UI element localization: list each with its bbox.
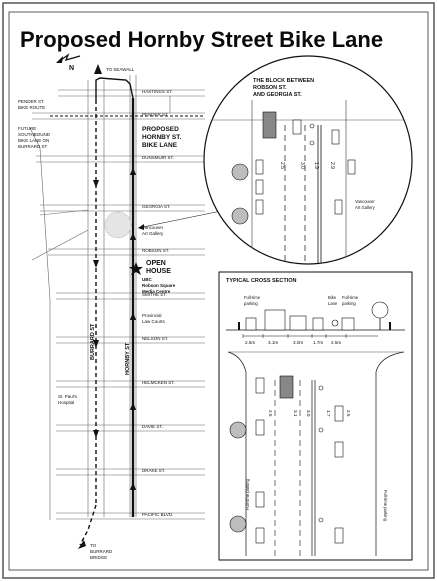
svg-text:Robson Square: Robson Square (142, 283, 176, 288)
svg-text:ROBSON ST.: ROBSON ST. (253, 85, 287, 91)
plan-width-2: 3.1 (293, 410, 298, 417)
svg-text:FUTURE: FUTURE (18, 126, 36, 131)
art-gallery-area (104, 211, 132, 239)
svg-text:2.5m: 2.5m (245, 340, 255, 345)
block-inset: THE BLOCK BETWEEN ROBSON ST. AND GEORGIA… (203, 55, 413, 265)
svg-text:PROPOSED: PROPOSED (142, 126, 179, 133)
svg-text:BURRARD: BURRARD (90, 549, 113, 554)
svg-text:SOUTHBOUND: SOUTHBOUND (18, 132, 51, 137)
block-width-4: 2.9 (329, 162, 335, 169)
ubc-venue-label: UBC Robson Square Media Centre (142, 277, 176, 294)
street-label-georgia: GEORGIA ST. (142, 204, 171, 209)
svg-text:Law Courts: Law Courts (142, 319, 166, 324)
plan-width-3: 3.0 (306, 410, 311, 417)
street-label-helmcken: HELMCKEN ST. (142, 380, 175, 385)
svg-text:3.1m: 3.1m (268, 340, 278, 345)
svg-text:Vancouver: Vancouver (142, 225, 164, 230)
hornby-street-label: HORNBY ST (125, 342, 131, 375)
burrard-direction-arrows (93, 180, 99, 438)
street-label-nelson: NELSON ST. (142, 336, 168, 341)
svg-text:3.0m: 3.0m (293, 340, 303, 345)
north-arrow-icon: N (56, 53, 81, 72)
svg-text:Lane: Lane (328, 301, 338, 306)
to-seawall-label: TO SEAWALL (106, 67, 135, 72)
svg-text:parking: parking (342, 301, 356, 306)
svg-text:St. Paul's: St. Paul's (58, 394, 78, 399)
svg-text:BURRARD ST: BURRARD ST (18, 144, 48, 149)
plan-width-4: 1.7 (326, 410, 331, 417)
svg-text:Hospital: Hospital (58, 400, 74, 405)
svg-text:1.7m: 1.7m (313, 340, 323, 345)
svg-text:Full-time: Full-time (244, 295, 261, 300)
to-seawall-arrow-icon (94, 64, 102, 74)
parking-left-vertical-label: Full-time parking (245, 478, 250, 510)
svg-text:BIKE LANE ON: BIKE LANE ON (18, 138, 49, 143)
svg-text:PENDER ST.: PENDER ST. (18, 99, 45, 104)
street-label-pacific: PACIFIC BLVD. (142, 512, 173, 517)
law-courts-label: Provincial Law Courts (142, 313, 166, 324)
cross-section-widths: 2.5m 3.1m 3.0m 1.7m 2.5m (245, 340, 341, 345)
st-pauls-label: St. Paul's Hospital (58, 394, 78, 405)
street-label-drake: DRAKE ST. (142, 468, 165, 473)
street-label-pender: PENDER ST. (142, 112, 169, 117)
svg-text:OPEN: OPEN (146, 260, 166, 267)
svg-text:Vancouver: Vancouver (355, 199, 375, 204)
svg-text:BRIDGE: BRIDGE (90, 555, 107, 560)
street-label-robson: ROBSON ST. (142, 248, 169, 253)
page-title: Proposed Hornby Street Bike Lane (20, 27, 383, 52)
svg-text:THE BLOCK BETWEEN: THE BLOCK BETWEEN (253, 78, 314, 84)
plan-width-5: 2.5 (346, 410, 351, 417)
street-grid (29, 75, 205, 520)
block-width-1: 2.5 (279, 162, 285, 169)
proposed-lane-label: PROPOSED HORNBY ST. BIKE LANE (142, 126, 181, 149)
svg-text:HORNBY ST.: HORNBY ST. (142, 134, 181, 141)
hornby-direction-arrows (130, 167, 136, 490)
svg-text:TO: TO (90, 543, 97, 548)
street-label-smithe: SMITHE ST. (142, 292, 167, 297)
block-inset-heading: THE BLOCK BETWEEN ROBSON ST. AND GEORGIA… (253, 78, 314, 98)
to-burrard-bridge-label: TO BURRARD BRIDGE (90, 543, 113, 560)
street-label-dunsmuir: DUNSMUIR ST. (142, 155, 174, 160)
svg-text:Provincial: Provincial (142, 313, 162, 318)
open-house-star-icon (129, 262, 143, 275)
plan-width-1: 2.5 (268, 410, 273, 417)
cross-section-plan: 2.5 3.1 3.0 1.7 2.5 Full-time parking Fu… (227, 351, 405, 556)
svg-text:N: N (69, 65, 74, 72)
block-width-2: 3.0 (299, 162, 305, 169)
map-border (8, 11, 429, 571)
svg-text:Art Gallery: Art Gallery (142, 231, 164, 236)
street-label-hastings: HASTINGS ST. (142, 89, 173, 94)
block-inset-gallery-label: Vancouver Art Gallery (355, 199, 376, 210)
svg-text:parking: parking (244, 301, 258, 306)
svg-text:Media Centre: Media Centre (142, 289, 171, 294)
street-label-davie: DAVIE ST. (142, 424, 163, 429)
burrard-street-label: BURRARD ST (90, 323, 96, 360)
svg-text:UBC: UBC (142, 277, 152, 282)
svg-text:BIKE ROUTE: BIKE ROUTE (18, 105, 45, 110)
cross-section-heading: TYPICAL CROSS SECTION (226, 278, 297, 284)
art-gallery-label: Vancouver Art Gallery (142, 225, 164, 236)
pender-bike-route-label: PENDER ST. BIKE ROUTE (18, 99, 45, 110)
future-lane-label: FUTURE SOUTHBOUND BIKE LANE ON BURRARD S… (18, 126, 51, 149)
parking-right-vertical-label: Full-time parking (383, 490, 388, 522)
cross-section-elevation (226, 301, 405, 338)
svg-text:Bike: Bike (328, 295, 337, 300)
cross-section-panel: TYPICAL CROSS SECTION (218, 271, 413, 561)
open-house-label: OPEN HOUSE (146, 260, 171, 275)
cross-section-top-labels: Full-time parking Bike Lane Full-time pa… (244, 295, 359, 306)
svg-text:HOUSE: HOUSE (146, 268, 171, 275)
inset-connector-line (137, 209, 227, 229)
svg-text:AND GEORGIA ST.: AND GEORGIA ST. (253, 92, 302, 98)
block-width-3: 1.9 (313, 162, 319, 169)
svg-text:BIKE LANE: BIKE LANE (142, 142, 178, 149)
svg-text:Full-time: Full-time (342, 295, 359, 300)
svg-text:2.5m: 2.5m (331, 340, 341, 345)
svg-text:Art Gallery: Art Gallery (355, 205, 376, 210)
